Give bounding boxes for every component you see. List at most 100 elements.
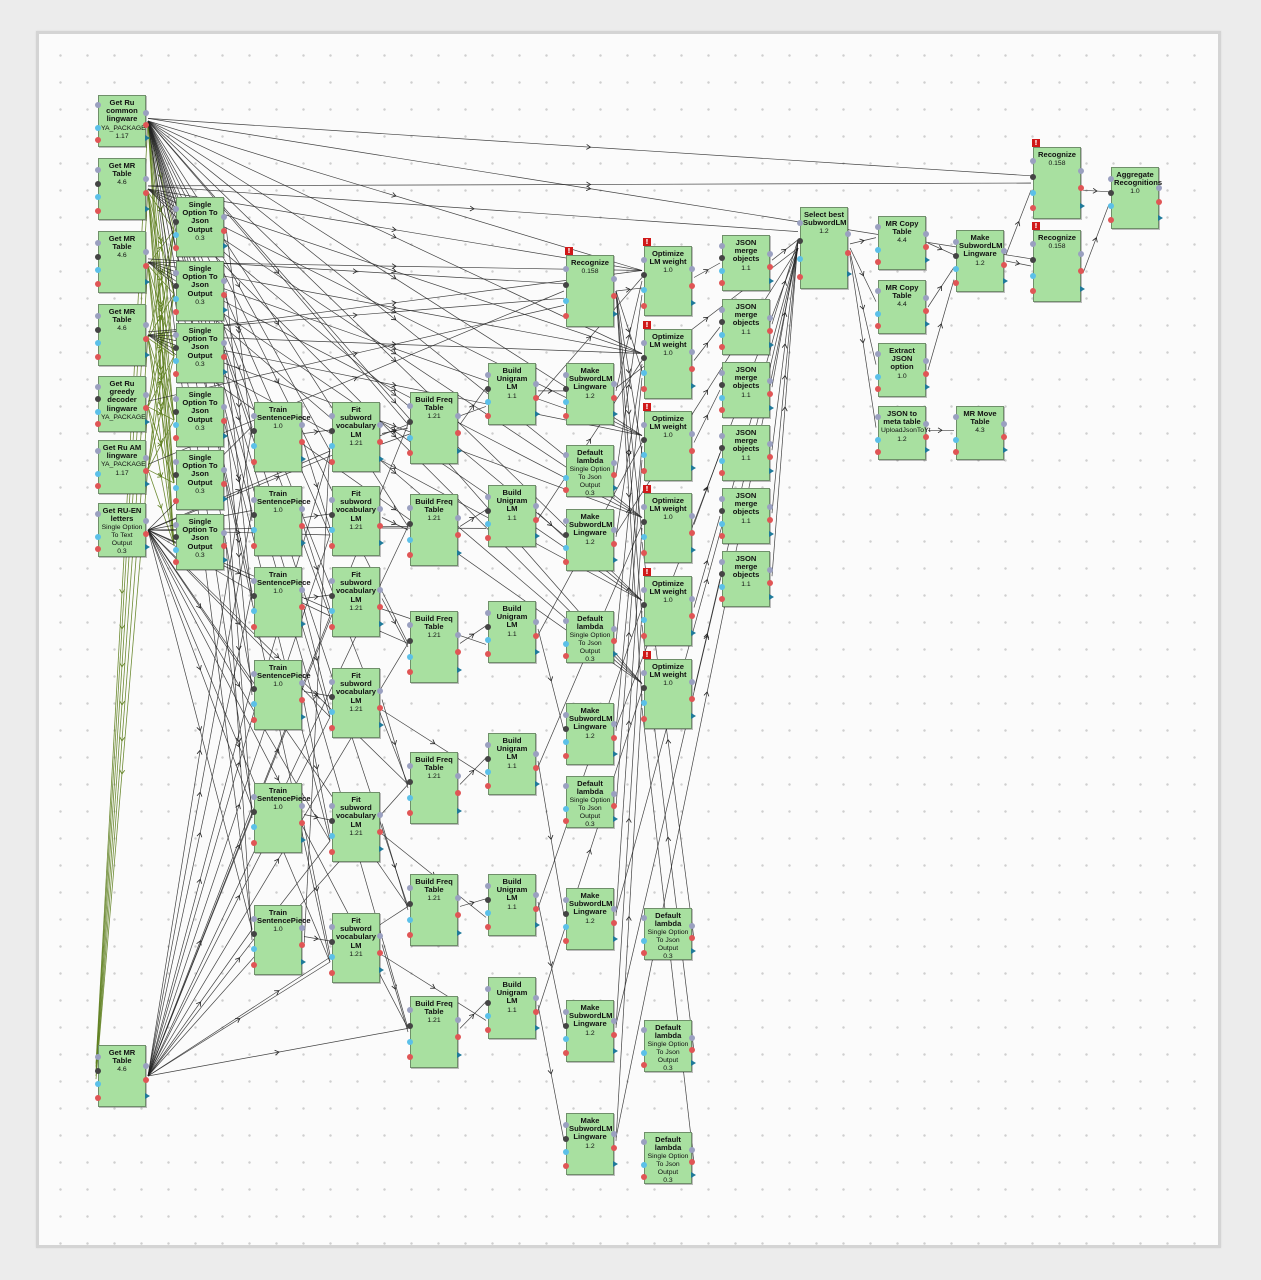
- input-port[interactable]: [641, 949, 647, 956]
- output-port[interactable]: [689, 612, 695, 619]
- output-port[interactable]: [613, 935, 618, 942]
- output-port[interactable]: [301, 837, 306, 843]
- input-port[interactable]: [407, 520, 413, 527]
- input-port[interactable]: [641, 302, 647, 309]
- input-port[interactable]: [641, 1061, 647, 1068]
- output-port[interactable]: [377, 949, 383, 956]
- output-port[interactable]: [145, 481, 150, 488]
- output-port[interactable]: [143, 190, 149, 197]
- output-port[interactable]: [613, 750, 618, 757]
- output-port[interactable]: [691, 465, 696, 471]
- output-port[interactable]: [767, 377, 773, 384]
- output-port[interactable]: [145, 1092, 150, 1099]
- output-port[interactable]: [613, 556, 618, 563]
- input-port[interactable]: [251, 542, 257, 549]
- input-port[interactable]: [641, 256, 647, 263]
- input-port[interactable]: [407, 900, 413, 907]
- input-port[interactable]: [641, 503, 647, 510]
- input-port[interactable]: [407, 1022, 413, 1029]
- input-port[interactable]: [407, 434, 413, 441]
- input-port[interactable]: [485, 507, 491, 514]
- output-port[interactable]: [689, 934, 695, 941]
- output-port[interactable]: [455, 632, 461, 639]
- output-port[interactable]: [611, 920, 617, 927]
- input-port[interactable]: [641, 272, 647, 278]
- input-port[interactable]: [173, 559, 179, 566]
- output-port[interactable]: [455, 789, 461, 796]
- input-port[interactable]: [1030, 189, 1036, 196]
- output-port[interactable]: [611, 541, 617, 548]
- output-port[interactable]: [299, 603, 305, 610]
- output-port[interactable]: [223, 307, 228, 313]
- input-port[interactable]: [563, 385, 569, 392]
- input-port[interactable]: [251, 527, 257, 534]
- output-port[interactable]: [1078, 184, 1084, 191]
- output-port[interactable]: [1078, 251, 1084, 258]
- output-port[interactable]: [767, 516, 773, 523]
- output-port[interactable]: [221, 292, 227, 298]
- input-port[interactable]: [485, 637, 491, 644]
- input-port[interactable]: [95, 253, 101, 260]
- input-port[interactable]: [719, 533, 725, 540]
- input-port[interactable]: [563, 475, 569, 482]
- output-port[interactable]: [457, 807, 462, 814]
- input-port[interactable]: [719, 382, 725, 389]
- input-port[interactable]: [641, 355, 647, 361]
- input-port[interactable]: [485, 399, 491, 406]
- input-port[interactable]: [1108, 217, 1114, 224]
- input-port[interactable]: [563, 1135, 569, 1142]
- output-port[interactable]: [691, 1171, 696, 1178]
- output-port[interactable]: [691, 383, 696, 389]
- input-port[interactable]: [485, 755, 491, 762]
- output-port[interactable]: [223, 243, 228, 249]
- output-port[interactable]: [613, 410, 618, 417]
- input-port[interactable]: [329, 724, 335, 731]
- output-port[interactable]: [691, 1059, 696, 1066]
- input-port[interactable]: [797, 219, 803, 226]
- input-port[interactable]: [251, 670, 257, 677]
- input-port[interactable]: [329, 512, 335, 518]
- output-port[interactable]: [533, 906, 539, 913]
- input-port[interactable]: [173, 345, 179, 351]
- input-port[interactable]: [485, 610, 491, 617]
- input-port[interactable]: [1030, 272, 1036, 279]
- input-port[interactable]: [641, 1139, 647, 1146]
- output-port[interactable]: [221, 404, 227, 411]
- input-port[interactable]: [641, 452, 647, 459]
- input-port[interactable]: [407, 418, 413, 425]
- input-port[interactable]: [407, 552, 413, 559]
- output-port[interactable]: [769, 404, 774, 411]
- input-port[interactable]: [173, 534, 179, 541]
- input-port[interactable]: [485, 896, 491, 903]
- output-port[interactable]: [299, 422, 305, 429]
- output-port[interactable]: [847, 270, 852, 277]
- output-port[interactable]: [689, 349, 695, 356]
- output-port[interactable]: [145, 278, 150, 285]
- output-port[interactable]: [769, 277, 774, 284]
- input-port[interactable]: [251, 512, 257, 518]
- input-port[interactable]: [641, 617, 647, 624]
- input-port[interactable]: [407, 778, 413, 785]
- input-port[interactable]: [407, 810, 413, 817]
- output-port[interactable]: [455, 911, 461, 918]
- output-port[interactable]: [1003, 447, 1008, 454]
- input-port[interactable]: [563, 265, 569, 272]
- input-port[interactable]: [95, 1067, 101, 1074]
